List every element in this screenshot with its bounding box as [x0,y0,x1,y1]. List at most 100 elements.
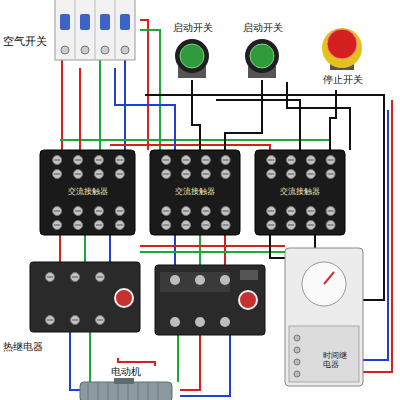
drawing-part [221,221,230,230]
drawing-part [114,378,134,384]
drawing-part [138,383,139,400]
drawing-part [180,335,230,396]
drawing-part [74,170,83,179]
drawing-part [294,335,300,341]
drawing-part [72,277,78,278]
ac-contactor: 交流接触器 [150,150,240,235]
drawing-part [308,225,314,226]
drawing-part [40,150,135,235]
drawing-part [158,383,159,400]
ac-contactor: 交流接触器 [255,150,345,235]
drawing-part [324,272,334,284]
drawing-part [170,275,180,285]
wire-connector [225,80,262,150]
drawing-part [288,225,294,226]
drawing-part [60,14,70,30]
drawing-part [174,235,176,265]
drawing-part [270,235,285,258]
drawing-part [255,150,345,235]
drawing-part [80,14,90,30]
drawing-part [182,207,191,216]
drawing-part [54,225,60,226]
drawing-part [287,207,296,216]
drawing-part [322,28,362,68]
drawing-part [97,277,103,278]
drawing-part [75,0,76,60]
drawing-part [175,39,209,73]
drawing-part [294,347,300,353]
drawing-part [306,221,315,230]
drawing-part [223,211,229,212]
drawing-part [74,221,83,230]
drawing-part [288,160,294,161]
drawing-part [326,207,335,216]
drawing-part [89,332,91,382]
drawing-part [306,207,315,216]
drawing-part [182,221,191,230]
drawing-part [163,211,169,212]
motor: 电动机 [70,366,180,400]
drawing-part [221,207,230,216]
wire-connector [118,358,155,366]
drawing-part [183,225,189,226]
drawing-part [220,275,230,285]
drawing-part [326,221,335,230]
drawing-part [117,160,123,161]
start-button: 启动开关 [168,22,216,80]
drawing-part [195,317,205,327]
drawing-part [363,110,388,360]
drawing-part [328,174,334,175]
drawing-part [268,211,274,212]
drawing-part [306,170,315,179]
component-label: 交流接触器 [255,187,345,196]
drawing-part [75,174,81,175]
drawing-part [203,160,209,161]
drawing-part [94,156,103,165]
drawing-part [287,221,296,230]
drawing-part [60,140,330,150]
drawing-part [96,225,102,226]
drawing-part [239,291,257,309]
drawing-part [94,207,103,216]
drawing-part [117,174,123,175]
drawing-part [223,174,229,175]
drawing-part [183,174,189,175]
drawing-part [162,156,171,165]
drawing-part [240,270,258,280]
drawing-part [117,211,123,212]
drawing-part [180,44,204,68]
drawing-part [163,160,169,161]
drawing-part [72,320,78,321]
drawing-part [199,235,201,265]
component-label: 空气开关 [2,36,48,49]
drawing-part [201,221,210,230]
drawing-part [140,30,160,150]
drawing-part [95,0,96,60]
drawing-part [203,211,209,212]
drawing-part [201,207,210,216]
drawing-part [182,170,191,179]
drawing-part [163,174,169,175]
drawing-part [328,211,334,212]
drawing-part [148,383,149,400]
drawing-part [54,211,60,212]
drawing-part [287,170,296,179]
drawing-part [128,383,129,400]
drawing-part [70,332,80,390]
drawing-part [47,320,53,321]
drawing-part [203,174,209,175]
drawing-part [287,82,350,150]
drawing-part [306,156,315,165]
drawing-part [140,20,148,150]
drawing-part [250,44,274,68]
time-relay: 时间继电器 [285,248,363,386]
component-label: 交流接触器 [40,187,135,196]
drawing-part [221,156,230,165]
drawing-part [285,248,363,386]
drawing-part [118,383,119,400]
drawing-part [96,174,102,175]
drawing-part [201,170,210,179]
drawing-part [268,160,274,161]
stop-button: 停止开关 [306,22,378,90]
